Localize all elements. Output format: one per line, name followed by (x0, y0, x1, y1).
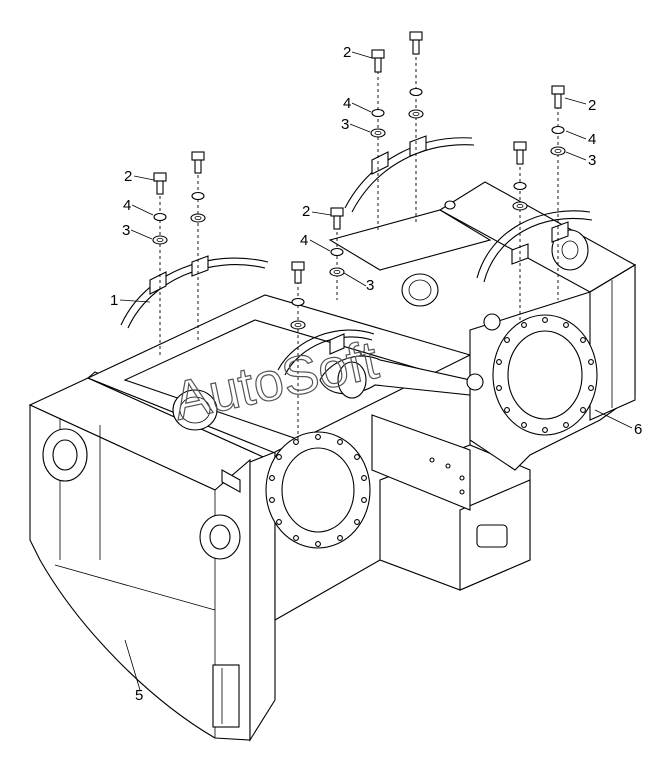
callout-labels: 1 2 2 2 2 3 3 3 3 4 4 4 4 5 6 (110, 44, 642, 704)
hoses (120, 135, 593, 376)
callout-4-center: 4 (300, 232, 308, 249)
callout-3-left: 3 (122, 222, 130, 239)
callout-2-top: 2 (343, 44, 351, 61)
bolt-2-right (551, 85, 565, 109)
bolt-stacks (152, 31, 566, 440)
bolt-2-center (330, 207, 344, 230)
callout-1: 1 (110, 292, 118, 309)
leader-lines (119, 51, 633, 691)
middle-box (86, 294, 531, 621)
callout-4-right: 4 (588, 131, 596, 148)
callout-2-right: 2 (588, 97, 596, 114)
bore-bolt-circle-left (269, 434, 367, 547)
bore-bolt-circle-right (496, 317, 594, 433)
bolt-right-b (513, 141, 527, 165)
bolt-center-b (291, 261, 305, 284)
bolt-2-left (153, 172, 167, 195)
callout-4-left: 4 (123, 197, 131, 214)
callout-2-left: 2 (124, 168, 132, 185)
bolt-top-b (409, 31, 423, 55)
bolt-left-b (191, 151, 205, 174)
callout-3-right: 3 (588, 152, 596, 169)
callout-4-top: 4 (343, 95, 351, 112)
callout-2-center: 2 (302, 203, 310, 220)
bolt-2-top (371, 49, 385, 73)
callout-5: 5 (135, 687, 143, 704)
callout-6: 6 (634, 421, 642, 438)
rear-frame-section (319, 181, 637, 471)
callout-3-top: 3 (341, 116, 349, 133)
washers (152, 87, 566, 330)
callout-3-center: 3 (366, 277, 374, 294)
